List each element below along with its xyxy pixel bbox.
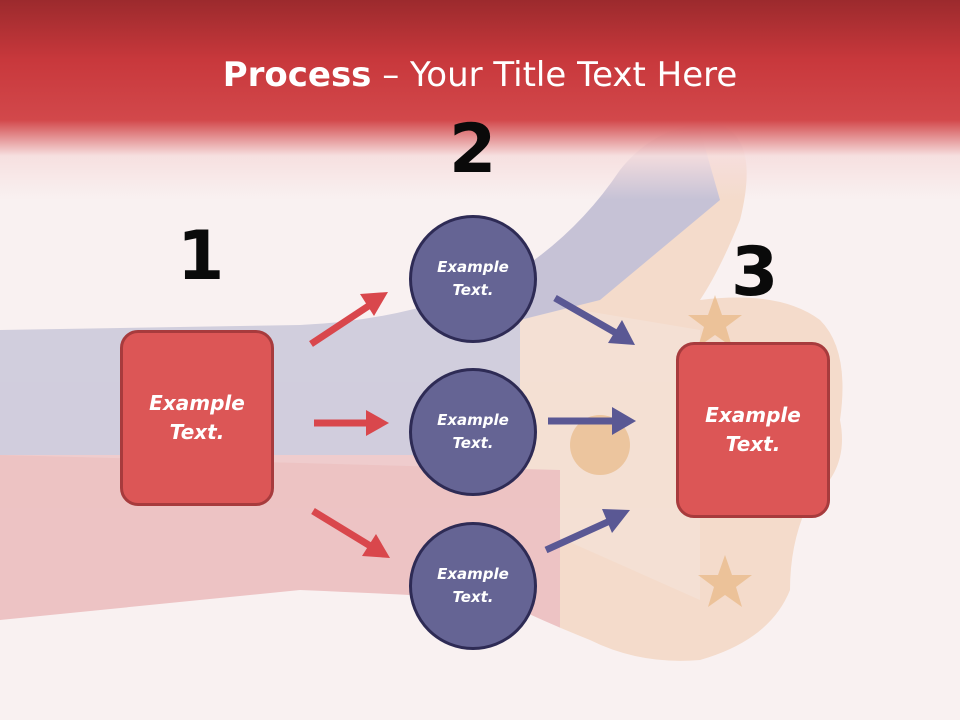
step-1-text: Example Text. [149,389,245,447]
circle-middle-line1: Example [437,411,509,429]
circle-bottom-text: Example Text. [437,563,509,609]
step-number-1: 1 [177,217,225,296]
circle-top-line1: Example [437,258,509,276]
arrow-blue-down [553,294,635,345]
arrow-red-middle [314,410,389,436]
step-2-circle-top[interactable]: Example Text. [409,215,537,343]
step-3-text-line2: Text. [725,432,781,456]
step-2-circle-bottom[interactable]: Example Text. [409,522,537,650]
circle-top-text: Example Text. [437,256,509,302]
title-rest: – Your Title Text Here [371,55,738,95]
arrow-blue-up [544,509,630,554]
step-3-text-line1: Example [705,403,801,427]
arrow-red-down [311,508,390,558]
circle-middle-text: Example Text. [437,409,509,455]
arrow-blue-middle [548,407,636,435]
step-2-circle-middle[interactable]: Example Text. [409,368,537,496]
circle-middle-line2: Text. [452,434,494,452]
step-3-box[interactable]: Example Text. [676,342,830,518]
circle-top-line2: Text. [452,281,494,299]
circle-bottom-line2: Text. [452,588,494,606]
circle-bottom-line1: Example [437,565,509,583]
step-number-3: 3 [731,233,779,312]
step-1-box[interactable]: Example Text. [120,330,274,506]
title-bold: Process [222,55,372,95]
slide-title: Process – Your Title Text Here [0,52,960,98]
step-number-2: 2 [449,110,497,189]
arrow-red-up [309,292,388,347]
step-1-text-line2: Text. [169,420,225,444]
step-3-text: Example Text. [705,401,801,459]
step-1-text-line1: Example [149,391,245,415]
title-banner: Process – Your Title Text Here [0,0,960,200]
